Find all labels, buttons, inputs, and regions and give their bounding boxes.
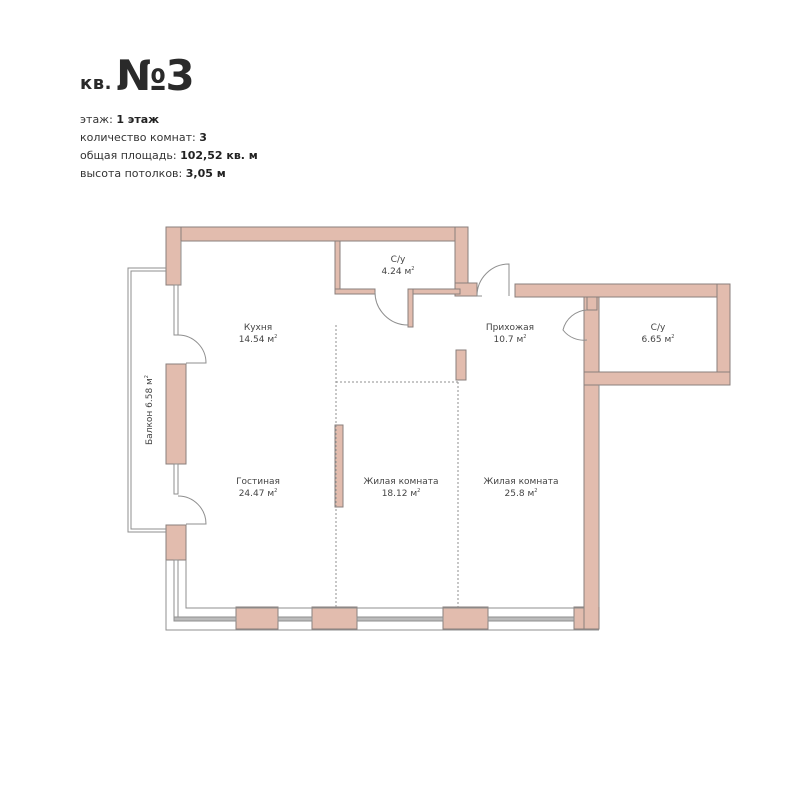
info-floor: этаж: 1 этаж (80, 113, 160, 126)
wall-right (583, 296, 600, 630)
info-area: общая площадь: 102,52 кв. м (80, 149, 258, 162)
door-kitchen (177, 334, 207, 364)
wall-pier-left (165, 363, 187, 465)
wall-su2-stub (586, 296, 598, 311)
room-bedroom1-area: 18.12 м2 (382, 488, 421, 499)
wall-left-top (165, 226, 182, 286)
room-bedroom2-area: 25.8 м2 (505, 488, 538, 499)
room-su2-name: С/у (651, 323, 666, 333)
window-bottom-1 (277, 616, 313, 622)
wall-pier-bottom-3 (442, 606, 489, 630)
door-entrance (476, 263, 510, 297)
wall-pier-left-lower (165, 524, 187, 561)
room-bedroom2-name: Жилая комната (484, 477, 559, 487)
room-su1-name: С/у (391, 255, 406, 265)
door-su1 (374, 291, 409, 326)
wall-su1-bottom-right (409, 288, 461, 295)
room-bedroom1-name: Жилая комната (364, 477, 439, 487)
balcony-outline (127, 267, 166, 533)
wall-su1-left (334, 240, 341, 295)
pillar-center (334, 424, 344, 508)
apartment-header: кв. №3 этаж: 1 этаж количество комнат: 3… (80, 55, 258, 183)
title-prefix: кв. (80, 73, 112, 94)
wall-su1-door-jamb (407, 288, 414, 328)
wall-su2-bottom (583, 371, 731, 386)
wall-pier-bottom-2 (311, 606, 358, 630)
apartment-info: этаж: 1 этаж количество комнат: 3 общая … (80, 111, 258, 183)
room-living-area: 24.47 м2 (239, 488, 278, 499)
apartment-number: №3 (115, 51, 195, 100)
info-rooms: количество комнат: 3 (80, 131, 207, 144)
room-su2-area: 6.65 м2 (642, 334, 675, 345)
window-bottom-3 (487, 616, 575, 622)
room-kitchen-area: 14.54 м2 (239, 334, 278, 345)
room-su1-area: 4.24 м2 (382, 266, 415, 277)
window-kitchen (173, 284, 179, 336)
room-kitchen-name: Кухня (244, 323, 272, 333)
room-living-name: Гостиная (236, 477, 280, 487)
window-bottom-2 (356, 616, 444, 622)
info-ceiling: высота потолков: 3,05 м (80, 167, 226, 180)
door-balcony (177, 495, 207, 525)
apartment-title: кв. №3 (80, 55, 258, 97)
room-hall-area: 10.7 м2 (494, 334, 527, 345)
room-balcony-label: Балкон 6.58 м2 (144, 375, 155, 445)
wall-su2-top (514, 283, 731, 298)
door-su2 (562, 309, 588, 341)
window-living (173, 463, 179, 495)
wall-su2-right (716, 283, 731, 386)
pillar-hall (455, 349, 467, 381)
wall-su1-right (454, 226, 469, 290)
wall-pier-bottom-1 (235, 606, 279, 630)
wall-su1-bottom-left (334, 288, 376, 295)
room-hall-name: Прихожая (486, 323, 534, 333)
wall-top (165, 226, 469, 242)
